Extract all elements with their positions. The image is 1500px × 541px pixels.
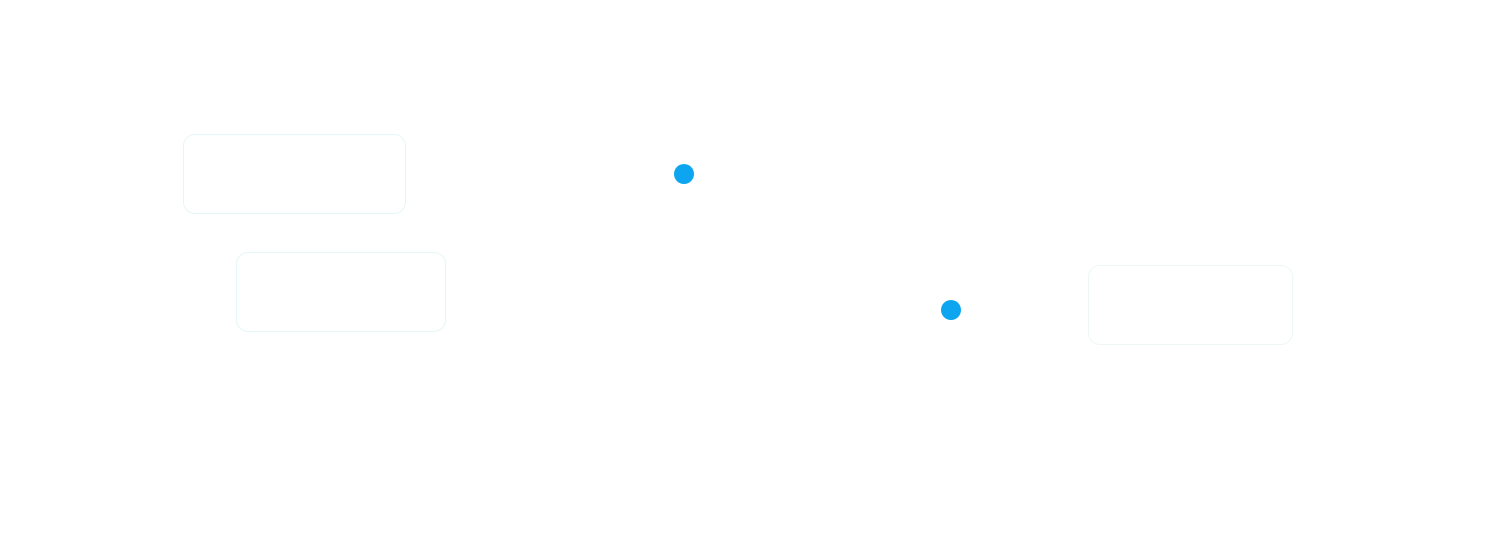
blue-dot-marker-1[interactable] bbox=[674, 164, 694, 184]
empty-card-1[interactable] bbox=[183, 134, 406, 214]
empty-card-2[interactable] bbox=[236, 252, 446, 332]
empty-card-3[interactable] bbox=[1088, 265, 1293, 345]
blue-dot-marker-2[interactable] bbox=[941, 300, 961, 320]
